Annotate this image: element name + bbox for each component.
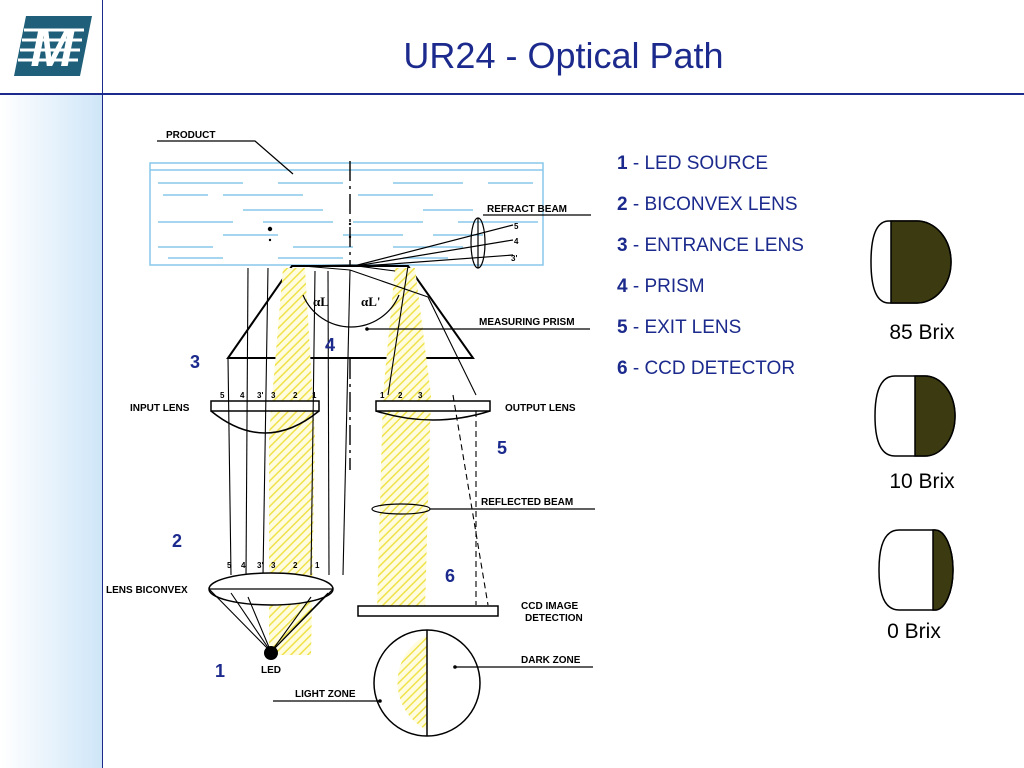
slide-title: UR24 - Optical Path (403, 35, 724, 76)
ray-mark-4-top: 4 (240, 391, 245, 400)
label-dark-zone: DARK ZONE (521, 655, 581, 666)
legend-item-2: 2 - BICONVEX LENS (617, 194, 798, 215)
input-lens (210, 400, 320, 412)
ray-mark-3p-low: 3' (257, 561, 263, 570)
refract-mark-5: 5 (514, 222, 519, 231)
label-alpha-l-prime: αL' (361, 294, 381, 309)
ccd-detector (357, 605, 499, 617)
ray-mark-3p-top: 3' (257, 391, 263, 400)
legend-item-6: 6 - CCD DETECTOR (617, 358, 796, 379)
label-measuring-prism: MEASURING PRISM (479, 317, 575, 328)
logo-letter: M (30, 20, 75, 76)
brix-85-label: 85 Brix (889, 321, 955, 344)
side-band (0, 94, 102, 768)
label-led: LED (261, 665, 281, 676)
hatched-beam-input (269, 268, 315, 435)
label-reflected-beam: REFLECTED BEAM (481, 497, 573, 508)
ray-mark-2-low: 2 (293, 561, 298, 570)
big-number-6: 6 (445, 566, 455, 586)
refract-beam-rays (349, 224, 514, 268)
ray-mark-3-low: 3 (271, 561, 276, 570)
product-block (149, 162, 544, 266)
brix-85-indicator (870, 220, 952, 304)
brix-10-indicator (874, 375, 956, 457)
refract-mark-3p: 3' (511, 254, 517, 263)
ray-mark-1-top: 1 (312, 391, 317, 400)
legend-item-1: 1 - LED SOURCE (617, 153, 768, 174)
label-input-lens: INPUT LENS (130, 403, 190, 414)
label-output-lens: OUTPUT LENS (505, 403, 576, 414)
label-ccd-line1: CCD IMAGE (521, 601, 579, 612)
big-number-2: 2 (172, 531, 182, 551)
ray-mark-4-low: 4 (241, 561, 246, 570)
ray-mark-1-low: 1 (315, 561, 320, 570)
ray-mark-5-low: 5 (227, 561, 232, 570)
ray-mark-5-top: 5 (220, 391, 225, 400)
brix-10-label: 10 Brix (889, 470, 955, 493)
brix-0-indicator (878, 529, 954, 611)
label-light-zone: LIGHT ZONE (295, 689, 356, 700)
optical-path-diagram: PRODUCT REFRACT BEAM 5 4 3' αL αL' MEASU… (106, 130, 595, 737)
big-number-5: 5 (497, 438, 507, 458)
output-lens (375, 400, 491, 412)
big-number-3: 3 (190, 352, 200, 372)
measuring-prism (226, 265, 475, 359)
big-number-4: 4 (325, 335, 335, 355)
out-mark-3: 3 (418, 391, 423, 400)
out-mark-2: 2 (398, 391, 403, 400)
big-number-1: 1 (215, 661, 225, 681)
legend-item-5: 5 - EXIT LENS (617, 317, 742, 338)
component-legend: 1 - LED SOURCE 2 - BICONVEX LENS 3 - ENT… (617, 152, 804, 398)
ray-mark-3-top: 3 (271, 391, 276, 400)
legend-item-4: 4 - PRISM (617, 276, 705, 297)
hatched-beam-reflected (377, 395, 431, 610)
label-product: PRODUCT (166, 130, 215, 141)
legend-item-3: 3 - ENTRANCE LENS (617, 235, 804, 256)
label-refract-beam: REFRACT BEAM (487, 204, 567, 215)
out-mark-1: 1 (380, 391, 385, 400)
led-source (264, 646, 278, 660)
label-lens-biconvex: LENS BICONVEX (106, 585, 188, 596)
label-ccd-line2: DETECTION (525, 613, 583, 624)
ray-mark-2-top: 2 (293, 391, 298, 400)
label-alpha-l: αL (313, 294, 329, 309)
brix-0-label: 0 Brix (887, 620, 941, 643)
hatched-beam-output (383, 268, 431, 395)
header-rule (0, 93, 1024, 95)
vertical-rule (102, 0, 103, 768)
company-logo: M (14, 16, 92, 76)
refract-mark-4: 4 (514, 237, 519, 246)
